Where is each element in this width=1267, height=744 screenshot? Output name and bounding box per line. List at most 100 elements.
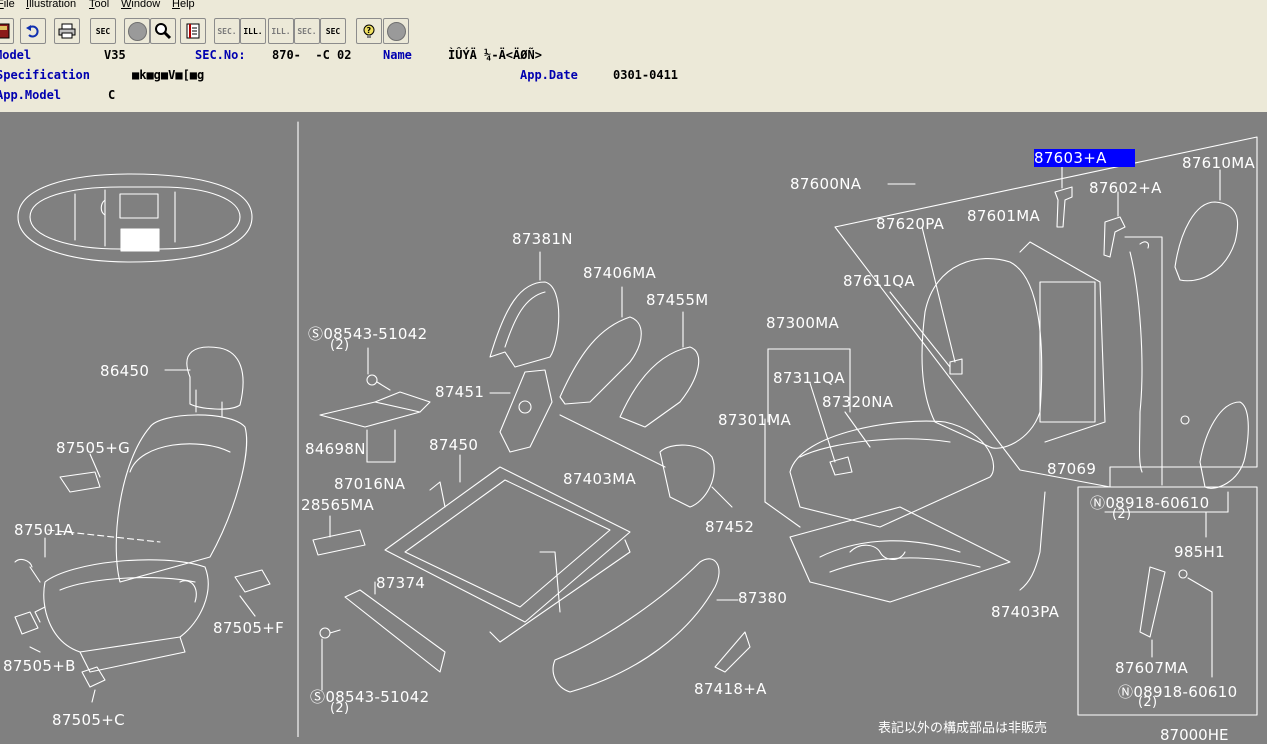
- model-label: Model: [0, 48, 32, 62]
- menu-illustration[interactable]: Illustration: [26, 0, 77, 10]
- callout-87451[interactable]: 87451: [435, 383, 485, 401]
- callout-08543-51042-top[interactable]: Ⓢ08543-51042: [308, 325, 428, 343]
- callout-87603-A[interactable]: 87603+A: [1034, 149, 1135, 167]
- sec-query-label: SEC: [325, 26, 341, 36]
- callout-08918-60610-top[interactable]: Ⓝ08918-60610: [1090, 494, 1210, 512]
- secno-label: SEC.No:: [195, 48, 246, 62]
- help-button[interactable]: ?: [356, 18, 382, 44]
- part-87451: [489, 369, 553, 453]
- part-87380-side-cover: [552, 558, 739, 693]
- callout-08918-60610-bottom[interactable]: Ⓝ08918-60610: [1118, 683, 1238, 701]
- section-label: SEC: [95, 26, 111, 36]
- print-button[interactable]: [54, 18, 80, 44]
- callout-87602-A[interactable]: 87602+A: [1089, 179, 1162, 197]
- book-icon: [0, 23, 10, 39]
- part-87450-seat-frame: [384, 454, 631, 643]
- callout-87611QA[interactable]: 87611QA: [843, 272, 915, 290]
- previous-section-button[interactable]: SEC.: [214, 18, 240, 44]
- callout-87505-F[interactable]: 87505+F: [213, 619, 285, 637]
- not-sold-note: 表記以外の構成部品は非販売: [878, 721, 1048, 736]
- callout-87610MA[interactable]: 87610MA: [1182, 154, 1256, 172]
- part-84698N: [319, 391, 431, 463]
- spec-label: Specification: [0, 68, 90, 82]
- prev-ill-label: ILL.: [271, 26, 291, 36]
- callout-87452[interactable]: 87452: [705, 518, 755, 536]
- part-87069-cable: [1129, 241, 1149, 473]
- callout-87311QA[interactable]: 87311QA: [773, 369, 845, 387]
- callout-87418-A[interactable]: 87418+A: [694, 680, 767, 698]
- disabled-circle-button[interactable]: [124, 18, 150, 44]
- help-bulb-icon: ?: [363, 24, 375, 38]
- undo-button[interactable]: [20, 18, 46, 44]
- callout-87403MA[interactable]: 87403MA: [563, 470, 637, 488]
- callout-87620PA[interactable]: 87620PA: [876, 215, 945, 233]
- part-28565MA: [312, 515, 366, 556]
- illustration-canvas[interactable]: 87603+A 87610MA 87600NA 87602+A 87620PA …: [0, 112, 1267, 744]
- menu-bar: File Illustration Tool Window Help: [0, 0, 1267, 14]
- callout-08543-51042-bottom[interactable]: Ⓢ08543-51042: [310, 688, 430, 706]
- callout-87016NA[interactable]: 87016NA: [334, 475, 406, 493]
- callout-87380[interactable]: 87380: [738, 589, 788, 607]
- appmodel-value: C: [108, 88, 116, 102]
- part-87374-finisher: [344, 581, 446, 673]
- section-button[interactable]: SEC: [90, 18, 116, 44]
- callout-28565MA[interactable]: 28565MA: [301, 496, 375, 514]
- menu-tool[interactable]: Tool: [89, 0, 110, 10]
- zoom-search-button[interactable]: [150, 18, 176, 44]
- illustration-button[interactable]: ILL.: [240, 18, 266, 44]
- callout-87505-B[interactable]: 87505+B: [3, 657, 76, 675]
- next-section-button[interactable]: SEC.: [294, 18, 320, 44]
- callout-87320NA[interactable]: 87320NA: [822, 393, 894, 411]
- callout-985H1[interactable]: 985H1: [1174, 543, 1225, 561]
- spec-value: ■k■g■V■[■g: [132, 68, 205, 82]
- part-87406MA: [559, 286, 642, 405]
- book-button[interactable]: [0, 18, 14, 44]
- svg-text:?: ?: [367, 26, 372, 35]
- callout-87501A[interactable]: 87501A: [14, 521, 74, 539]
- callout-87403PA[interactable]: 87403PA: [991, 603, 1060, 621]
- parts-diagram: [14, 121, 1258, 738]
- callout-08543-bottom-qty: (2): [330, 701, 350, 716]
- car-location-icon: [17, 173, 253, 263]
- callout-87300MA[interactable]: 87300MA: [766, 314, 840, 332]
- callout-87455M[interactable]: 87455M: [646, 291, 709, 309]
- magnifier-icon: [155, 23, 172, 40]
- parts-list-button[interactable]: [180, 18, 206, 44]
- illustration-number: 87000HE: [1160, 726, 1229, 744]
- part-87418A: [714, 631, 751, 673]
- callout-87301MA[interactable]: 87301MA: [718, 411, 792, 429]
- part-985H1-airbag: [1104, 401, 1249, 538]
- next-sec-label: SEC.: [297, 26, 317, 36]
- part-87403PA-rod: [1019, 491, 1046, 591]
- callout-87505-C[interactable]: 87505+C: [52, 711, 125, 729]
- callout-08918-bottom-qty: (2): [1138, 695, 1158, 710]
- callout-87406MA[interactable]: 87406MA: [583, 264, 657, 282]
- part-87452-recliner: [659, 444, 733, 508]
- menu-help[interactable]: Help: [172, 0, 195, 10]
- part-87600NA-seat-back: [887, 183, 1106, 449]
- callout-87374[interactable]: 87374: [376, 574, 426, 592]
- secno-value: 870- -C 02: [272, 48, 352, 62]
- callout-84698N[interactable]: 84698N: [305, 440, 366, 458]
- callout-86450[interactable]: 86450: [100, 362, 150, 380]
- callout-87450[interactable]: 87450: [429, 436, 479, 454]
- appdate-value: 0301-0411: [613, 68, 679, 82]
- callout-87601MA[interactable]: 87601MA: [967, 207, 1041, 225]
- previous-illustration-button[interactable]: ILL.: [268, 18, 294, 44]
- toolbar: SEC SEC. ILL. ILL. SEC. SEC ?: [0, 14, 1267, 47]
- menu-window[interactable]: Window: [121, 0, 161, 10]
- callout-87381N[interactable]: 87381N: [512, 230, 573, 248]
- seat-back-frame-outline: [834, 136, 1258, 716]
- callout-87607MA[interactable]: 87607MA: [1115, 659, 1189, 677]
- name-label: Name: [383, 48, 412, 62]
- callout-87600NA[interactable]: 87600NA: [790, 175, 862, 193]
- disabled-circle-button-2[interactable]: [383, 18, 409, 44]
- menu-file[interactable]: File: [0, 0, 15, 10]
- callout-08918-top-qty: (2): [1112, 507, 1132, 522]
- callout-87505-G[interactable]: 87505+G: [56, 439, 131, 457]
- callout-87069[interactable]: 87069: [1047, 460, 1097, 478]
- callout-08543-bottom-number: 08543-51042: [325, 688, 430, 706]
- section-query-button[interactable]: SEC: [320, 18, 346, 44]
- appmodel-label: App.Model: [0, 88, 62, 102]
- screw-parts: [319, 347, 391, 691]
